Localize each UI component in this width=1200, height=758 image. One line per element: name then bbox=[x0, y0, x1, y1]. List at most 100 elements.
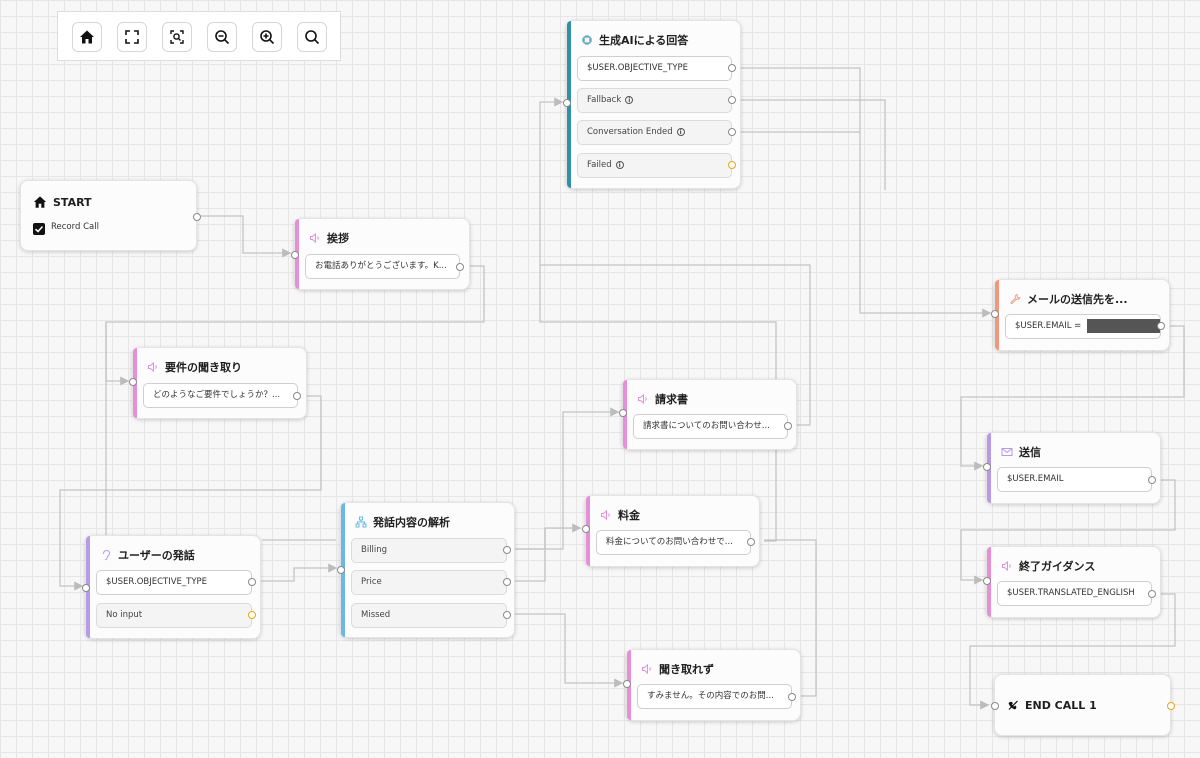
fit-screen-icon bbox=[125, 30, 139, 44]
greeting-node[interactable]: 挨拶 お電話ありがとうございます。K... bbox=[291, 218, 470, 290]
node-title: 挨拶 bbox=[327, 232, 349, 245]
input-port[interactable] bbox=[291, 251, 299, 259]
output-port[interactable] bbox=[293, 392, 301, 400]
output-port[interactable] bbox=[728, 64, 736, 72]
branch-icon bbox=[355, 516, 367, 528]
input-port[interactable] bbox=[991, 310, 999, 318]
zoom-in-button[interactable] bbox=[252, 22, 282, 52]
output-port[interactable] bbox=[784, 422, 792, 430]
start-node[interactable]: START Record Call bbox=[20, 180, 201, 251]
variable-field[interactable]: $USER.OBJECTIVE_TYPE bbox=[577, 56, 732, 81]
output-port[interactable] bbox=[248, 578, 256, 586]
variable-field[interactable]: $USER.TRANSLATED_ENGLISH bbox=[997, 581, 1152, 606]
no-input-field[interactable]: No input bbox=[96, 603, 252, 628]
input-port[interactable] bbox=[983, 577, 991, 585]
conversation-ended-label: Conversation Ended bbox=[587, 127, 673, 137]
input-port[interactable] bbox=[129, 378, 137, 386]
output-port[interactable] bbox=[456, 263, 464, 271]
output-port-missed[interactable] bbox=[503, 611, 511, 619]
classify-option-missed[interactable]: Missed bbox=[351, 603, 507, 628]
output-port[interactable] bbox=[193, 213, 201, 221]
search-icon bbox=[305, 30, 320, 45]
user-input-node[interactable]: ユーザーの発話 $USER.OBJECTIVE_TYPE No input bbox=[82, 535, 261, 639]
not-heard-node[interactable]: 聞き取れず すみません。その内容でのお問... bbox=[623, 649, 801, 721]
node-title: END CALL 1 bbox=[1025, 698, 1097, 712]
edge-notheard bbox=[764, 539, 817, 697]
input-port[interactable] bbox=[991, 702, 999, 710]
send-node[interactable]: 送信 $USER.EMAIL bbox=[983, 432, 1161, 504]
variable-field[interactable]: $USER.EMAIL bbox=[997, 467, 1152, 492]
fit-screen-button[interactable] bbox=[117, 22, 147, 52]
input-port[interactable] bbox=[619, 409, 627, 417]
output-port[interactable] bbox=[1148, 476, 1156, 484]
edge-genai-email bbox=[736, 67, 992, 318]
invoice-node[interactable]: 請求書 請求書についてのお問い合わせ... bbox=[619, 379, 797, 450]
home-button[interactable] bbox=[72, 22, 102, 52]
failed-label: Failed bbox=[587, 160, 612, 170]
node-title: 聞き取れず bbox=[659, 663, 714, 676]
output-port[interactable] bbox=[1157, 322, 1165, 330]
input-port[interactable] bbox=[623, 680, 631, 688]
input-port[interactable] bbox=[337, 566, 345, 574]
search-button[interactable] bbox=[297, 22, 327, 52]
node-title: メールの送信先を... bbox=[1027, 293, 1128, 306]
node-title: ユーザーの発話 bbox=[118, 549, 195, 562]
edge-fallback bbox=[736, 99, 886, 190]
speak-text-field[interactable]: 料金についてのお問い合わせで... bbox=[596, 530, 751, 555]
node-title: 終了ガイダンス bbox=[1019, 560, 1096, 573]
info-icon: i bbox=[676, 127, 685, 136]
speak-text-field[interactable]: すみません。その内容でのお問... bbox=[637, 684, 792, 709]
focus-button[interactable] bbox=[162, 22, 192, 52]
input-port[interactable] bbox=[563, 99, 571, 107]
assignment-field[interactable]: $USER.EMAIL = bbox=[1005, 314, 1161, 339]
fee-node[interactable]: 料金 料金についてのお問い合わせで... bbox=[582, 495, 760, 567]
speak-text-field[interactable]: どのようなご要件でしょうか？... bbox=[143, 383, 298, 408]
error-port[interactable] bbox=[248, 611, 256, 619]
node-title: START bbox=[53, 195, 92, 209]
output-port-billing[interactable] bbox=[503, 546, 511, 554]
end-guidance-node[interactable]: 終了ガイダンス $USER.TRANSLATED_ENGLISH bbox=[983, 546, 1161, 618]
edge-invoice-genai bbox=[539, 97, 811, 426]
info-icon: i bbox=[615, 160, 624, 169]
input-port[interactable] bbox=[983, 463, 991, 471]
set-email-node[interactable]: メールの送信先を... $USER.EMAIL = bbox=[991, 279, 1170, 351]
speak-text-field[interactable]: 請求書についてのお問い合わせ... bbox=[633, 414, 788, 439]
output-port-fallback[interactable] bbox=[728, 96, 736, 104]
error-port[interactable] bbox=[1167, 702, 1175, 710]
output-port-ended[interactable] bbox=[728, 128, 736, 136]
home-icon bbox=[33, 196, 47, 208]
edge-ask-user bbox=[59, 395, 322, 591]
end-call-node[interactable]: END CALL 1 bbox=[991, 674, 1175, 736]
input-port[interactable] bbox=[582, 525, 590, 533]
speaker-icon bbox=[642, 663, 651, 675]
ask-node[interactable]: 要件の聞き取り どのようなご要件でしょうか？... bbox=[129, 347, 307, 419]
zoom-out-button[interactable] bbox=[207, 22, 237, 52]
assignment-text: $USER.EMAIL = bbox=[1015, 321, 1084, 331]
input-port[interactable] bbox=[82, 584, 90, 592]
ear-icon bbox=[103, 549, 111, 561]
redacted-value bbox=[1087, 318, 1160, 333]
speaker-icon bbox=[601, 509, 610, 521]
home-icon bbox=[80, 30, 94, 44]
output-port[interactable] bbox=[747, 538, 755, 546]
error-port[interactable] bbox=[728, 161, 736, 169]
chip-icon bbox=[582, 35, 592, 45]
output-port[interactable] bbox=[1148, 590, 1156, 598]
variable-field[interactable]: $USER.OBJECTIVE_TYPE bbox=[96, 570, 252, 595]
edge-greeting-ask bbox=[105, 265, 485, 386]
classify-node[interactable]: 発話内容の解析 Billing Price Missed bbox=[337, 502, 515, 638]
output-port[interactable] bbox=[788, 693, 796, 701]
classify-option-billing[interactable]: Billing bbox=[351, 538, 507, 563]
zoom-in-icon bbox=[260, 30, 275, 45]
speak-text-field[interactable]: お電話ありがとうございます。K... bbox=[305, 254, 460, 279]
output-port-price[interactable] bbox=[503, 578, 511, 586]
canvas-toolbar bbox=[57, 11, 341, 61]
edge-fee-genai bbox=[539, 265, 777, 542]
node-title: 生成AIによる回答 bbox=[599, 34, 689, 47]
classify-option-price[interactable]: Price bbox=[351, 570, 507, 595]
record-call-checkbox[interactable] bbox=[33, 223, 45, 235]
